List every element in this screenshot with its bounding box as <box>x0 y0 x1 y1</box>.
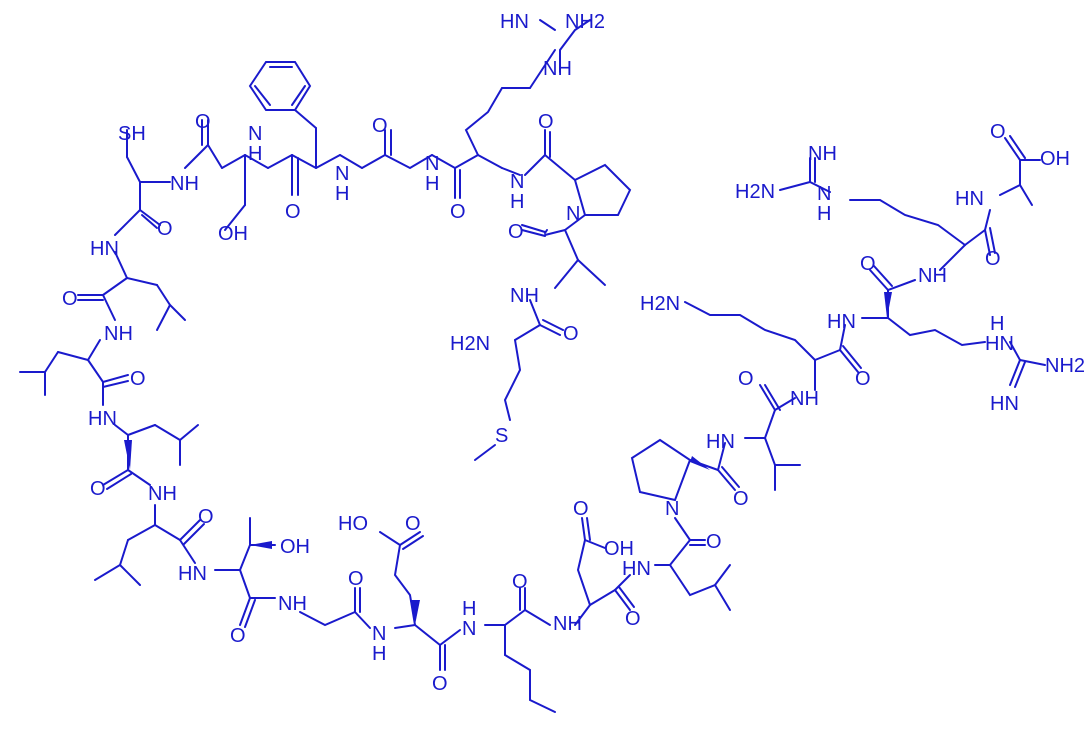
label-nh: NH <box>553 613 582 635</box>
label-o: O <box>62 288 78 310</box>
label-h: H <box>248 143 262 165</box>
label-o: O <box>855 368 871 390</box>
label-o: O <box>195 111 211 133</box>
label-h: H <box>462 598 476 620</box>
label-o: O <box>706 531 722 553</box>
label-o: O <box>738 368 754 390</box>
label-hn: HN <box>88 408 117 430</box>
label-o: O <box>157 218 173 240</box>
label-o: O <box>985 248 1001 270</box>
label-hn: HN <box>985 333 1014 355</box>
label-oh: OH <box>1040 148 1070 170</box>
label-o: O <box>990 121 1006 143</box>
label-o: O <box>860 253 876 275</box>
label-h: H <box>510 191 524 213</box>
label-oh: OH <box>280 536 310 558</box>
label-nh: NH <box>510 285 539 307</box>
label-h: H <box>817 203 831 225</box>
label-oh: OH <box>604 538 634 560</box>
label-s: S <box>495 425 508 447</box>
bonds <box>19 19 1046 713</box>
label-o: O <box>130 368 146 390</box>
label-nh: NH <box>170 173 199 195</box>
label-oh: OH <box>218 223 248 245</box>
label-nh2: NH2 <box>565 11 605 33</box>
label-hn: HN <box>827 311 856 333</box>
label-n: N <box>425 153 439 175</box>
label-sh: SH <box>118 123 146 145</box>
label-h2n: H2N <box>640 293 680 315</box>
label-o: O <box>563 323 579 345</box>
label-n: N <box>248 123 262 145</box>
label-hn: HN <box>90 238 119 260</box>
label-nh: NH <box>104 323 133 345</box>
label-h: H <box>372 643 386 665</box>
label-n: N <box>566 203 580 225</box>
label-nh: NH <box>148 483 177 505</box>
label-o: O <box>573 498 589 520</box>
label-h: H <box>335 183 349 205</box>
label-o: O <box>508 221 524 243</box>
label-n: N <box>372 623 386 645</box>
label-n: N <box>462 618 476 640</box>
label-hn: HN <box>706 431 735 453</box>
label-h: H <box>425 173 439 195</box>
label-o: O <box>538 111 554 133</box>
label-o: O <box>512 571 528 593</box>
label-hn: HN <box>622 558 651 580</box>
label-o: O <box>625 608 641 630</box>
label-hn: HN <box>178 563 207 585</box>
label-n: N <box>817 183 831 205</box>
label-nh2: NH2 <box>1045 355 1085 377</box>
atom-labels: HN NH2 NH O N H N H O O N H O N H N O OH… <box>62 11 1085 695</box>
label-n: N <box>510 171 524 193</box>
stereo-marks <box>124 292 892 625</box>
label-hn: HN <box>990 393 1019 415</box>
label-o: O <box>432 673 448 695</box>
label-hn: HN <box>955 188 984 210</box>
label-nh: NH <box>918 265 947 287</box>
label-hn: HN <box>500 11 529 33</box>
label-n: N <box>665 498 679 520</box>
label-o: O <box>90 478 106 500</box>
label-o: O <box>348 568 364 590</box>
label-nh: NH <box>808 143 837 165</box>
label-nh: NH <box>543 58 572 80</box>
label-o: O <box>372 115 388 137</box>
label-o: O <box>285 201 301 223</box>
label-h2n: H2N <box>735 181 775 203</box>
label-o: O <box>405 513 421 535</box>
label-h: H <box>990 313 1004 335</box>
label-ho: HO <box>338 513 368 535</box>
label-o: O <box>733 488 749 510</box>
label-o: O <box>230 625 246 647</box>
label-o: O <box>450 201 466 223</box>
label-n: N <box>335 163 349 185</box>
label-h2n: H2N <box>450 333 490 355</box>
label-nh: NH <box>790 388 819 410</box>
label-o: O <box>198 506 214 528</box>
label-nh: NH <box>278 593 307 615</box>
